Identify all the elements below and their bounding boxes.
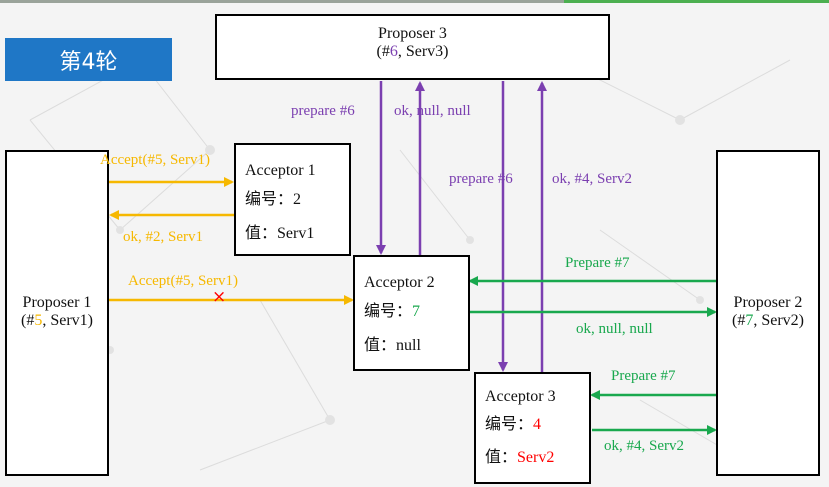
top-accent-green bbox=[564, 0, 829, 3]
acceptor-3-box: Acceptor 3 编号：4 值：Serv2 bbox=[474, 372, 591, 484]
proposer-2-detail: (#7, Serv2) bbox=[732, 312, 804, 329]
acceptor-2-value: null bbox=[396, 337, 421, 354]
acceptor-2-box: Acceptor 2 编号：7 值：null bbox=[353, 255, 470, 371]
label-a2-ok-p3: ok, null, null bbox=[394, 103, 471, 119]
proposer-1-name: Proposer 1 bbox=[22, 294, 92, 311]
proposer-3-box: Proposer 3 (#6, Serv3) bbox=[215, 14, 610, 80]
acceptor-2-name: Acceptor 2 bbox=[364, 274, 435, 291]
proposer-3-detail: (#6, Serv3) bbox=[376, 43, 449, 60]
acceptor-1-number: 2 bbox=[293, 191, 302, 208]
label-p2-prepare-a3: Prepare #7 bbox=[611, 368, 676, 384]
label-a3-ok-p3: ok, #4, Serv2 bbox=[552, 171, 632, 187]
proposer-1-number: 5 bbox=[34, 312, 43, 329]
label-p3-prepare-a3: prepare #6 bbox=[449, 171, 513, 187]
round-label: 第4轮 bbox=[5, 38, 172, 81]
label-p3-prepare-a2: prepare #6 bbox=[291, 103, 355, 119]
proposer-3-name: Proposer 3 bbox=[378, 25, 447, 42]
label-a2-ok-p2: ok, null, null bbox=[576, 321, 653, 337]
label-p1-accept-a2: Accept(#5, Serv1) bbox=[128, 273, 238, 289]
proposer-2-name: Proposer 2 bbox=[733, 294, 803, 311]
label-a1-ok-p1: ok, #2, Serv1 bbox=[123, 229, 203, 245]
proposer-2-number: 7 bbox=[745, 312, 754, 329]
acceptor-3-value-row: 值：Serv2 bbox=[485, 449, 555, 466]
label-a3-ok-p2: ok, #4, Serv2 bbox=[604, 438, 684, 454]
acceptor-3-name: Acceptor 3 bbox=[485, 388, 556, 405]
top-accent-line bbox=[0, 0, 829, 3]
acceptor-1-box: Acceptor 1 编号：2 值：Serv1 bbox=[234, 143, 351, 256]
acceptor-2-number: 7 bbox=[412, 303, 421, 320]
proposer-2-box: Proposer 2 (#7, Serv2) bbox=[716, 150, 820, 476]
acceptor-1-number-row: 编号：2 bbox=[245, 191, 302, 208]
acceptor-1-value: Serv1 bbox=[277, 225, 315, 242]
label-p2-prepare-a2: Prepare #7 bbox=[565, 255, 630, 271]
acceptor-1-name: Acceptor 1 bbox=[245, 162, 316, 179]
acceptor-2-number-row: 编号：7 bbox=[364, 303, 421, 320]
acceptor-3-number: 4 bbox=[533, 416, 542, 433]
proposer-1-box: Proposer 1 (#5, Serv1) bbox=[5, 150, 109, 476]
acceptor-2-value-row: 值：null bbox=[364, 337, 421, 354]
acceptor-1-value-row: 值：Serv1 bbox=[245, 225, 315, 242]
label-p1-accept-a1: Accept(#5, Serv1) bbox=[100, 152, 210, 168]
proposer-3-number: 6 bbox=[389, 43, 398, 60]
acceptor-3-value: Serv2 bbox=[517, 449, 555, 466]
acceptor-3-number-row: 编号：4 bbox=[485, 416, 542, 433]
proposer-1-detail: (#5, Serv1) bbox=[21, 312, 93, 329]
failed-cross-icon: × bbox=[212, 287, 227, 307]
